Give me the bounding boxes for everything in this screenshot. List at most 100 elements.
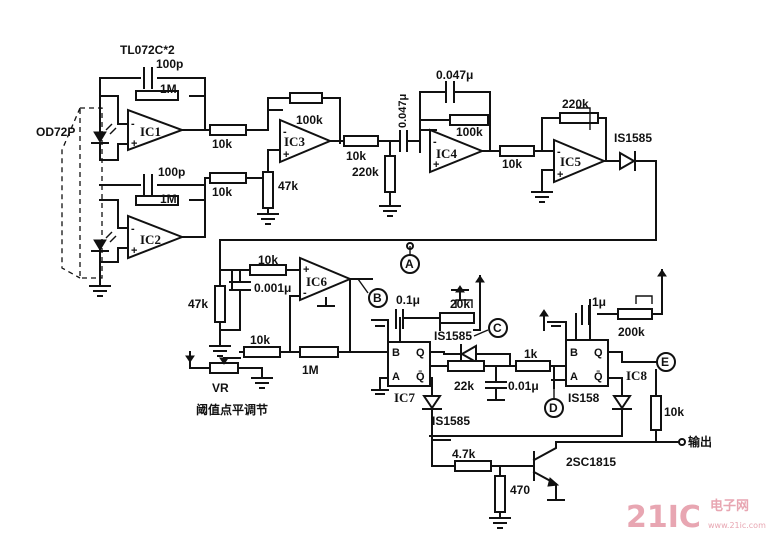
ic6-stage: + - xyxy=(185,242,420,389)
c-ic8-label: 1μ xyxy=(592,295,606,309)
opamp-ic6 xyxy=(299,256,353,302)
svg-text:+: + xyxy=(283,149,289,161)
resistor-base xyxy=(454,460,492,472)
ic8-pin-qbar: Q̄ xyxy=(594,371,603,383)
node-e-label: E xyxy=(661,355,669,369)
d-ic7-bot-label: IS1585 xyxy=(432,414,470,428)
opamp-ic1 xyxy=(127,108,185,152)
ic2-label: IC2 xyxy=(140,232,161,247)
resistor-ic1-out xyxy=(209,124,247,136)
resistor-ic3-out xyxy=(343,135,379,147)
r-vr-label: 10k xyxy=(250,333,270,347)
resistor-ic8-in xyxy=(515,360,551,372)
svg-text:+: + xyxy=(557,169,563,181)
output-label: 输出 xyxy=(688,434,712,449)
d-ic5-out-label: IS1585 xyxy=(614,131,652,145)
resistor-ic8-out xyxy=(650,395,662,431)
transistor-label: 2SC1815 xyxy=(566,455,616,469)
resistor-ic6-gnd xyxy=(214,285,226,323)
ic5-label: IC5 xyxy=(560,154,581,169)
ic8-pin-a: A xyxy=(570,371,578,383)
r-ic7-bias-label: 20k xyxy=(450,297,470,311)
resistor-vr-out xyxy=(243,346,281,358)
transistor-stage xyxy=(454,441,657,529)
resistor-ic8-bias xyxy=(617,308,653,320)
c-ic1-fb-label: 100p xyxy=(156,57,183,71)
ic8-supply-arrow xyxy=(657,269,667,277)
c-ic2-fb-label: 100p xyxy=(158,165,185,179)
diode-is158-ic8 xyxy=(612,395,632,410)
ic4-stage: - + xyxy=(343,81,501,217)
ic6-label: IC6 xyxy=(306,274,327,289)
resistor-ic2-out xyxy=(209,172,247,184)
r-emitter-label: 470 xyxy=(510,483,530,497)
node-a-marker xyxy=(400,254,420,274)
r-ic7-mid-label: 22k xyxy=(454,379,474,393)
resistor-ic5-feedback xyxy=(559,112,599,124)
ic4-label: IC4 xyxy=(436,146,457,161)
svg-text:-: - xyxy=(131,223,135,235)
ic7-stage: B A Q Q̄ xyxy=(371,275,621,467)
opamp-ic5 xyxy=(553,138,607,184)
r-ic1-fb-label: 1M xyxy=(160,82,177,96)
c-ic4-fb-label: 0.047μ xyxy=(436,68,473,82)
vr-supply-arrow xyxy=(185,355,195,363)
node-c-label: C xyxy=(493,321,502,335)
r-ic3-fb-label: 100k xyxy=(296,113,323,127)
r-ic6-gnd-label: 47k xyxy=(188,297,208,311)
watermark-logo: 21IC 电子网 www.21ic.com xyxy=(626,498,766,535)
resistor-ic2-feedback xyxy=(135,195,179,206)
r-ic8-in-label: 1k xyxy=(524,347,538,361)
c-ic7-mid-label: 0.01μ xyxy=(508,379,539,393)
vr-label: VR xyxy=(212,381,229,395)
r-base-label: 4.7k xyxy=(452,447,476,461)
resistor-ic3-feedback xyxy=(289,92,323,104)
c-ic7-in-label: 0.1μ xyxy=(396,293,420,307)
ic8-label: IC8 xyxy=(626,368,647,383)
svg-text:-: - xyxy=(433,136,437,148)
node-a-label: A xyxy=(405,257,414,271)
svg-text:+: + xyxy=(433,159,439,171)
ic8-supply-arrow-2 xyxy=(539,309,549,317)
ic8-chip xyxy=(565,339,609,387)
svg-text:-: - xyxy=(557,146,561,158)
diagram-title: TL072C*2 xyxy=(120,43,175,57)
opamp-ic2 xyxy=(127,214,185,260)
sensor-label: OD72P xyxy=(36,125,75,139)
photodiode-2 xyxy=(91,231,117,252)
resistor-ic6-in xyxy=(249,264,287,276)
svg-text:+: + xyxy=(303,264,309,276)
watermark-cn: 电子网 xyxy=(710,498,749,514)
ic1-label: IC1 xyxy=(140,124,161,139)
ic7-pin-b: B xyxy=(392,347,400,359)
resistor-ic1-feedback xyxy=(135,90,179,101)
r-ic4-in-label: 220k xyxy=(352,165,379,179)
diode-is1585-ic7-top xyxy=(459,344,477,364)
ic8-pin-b: B xyxy=(570,347,578,359)
ic7-label: IC7 xyxy=(394,390,415,405)
resistor-ic7-mid xyxy=(447,360,485,372)
opamp-ic3 xyxy=(279,118,333,164)
ic7-pin-qbar: Q̄ xyxy=(416,371,425,383)
ic5-stage: - + xyxy=(219,107,657,281)
watermark-number: 21IC xyxy=(626,500,701,535)
node-b-marker xyxy=(368,288,388,308)
watermark-url: www.21ic.com xyxy=(708,521,766,530)
r-ic2-fb-label: 1M xyxy=(160,192,177,206)
d-ic7-top-label: IS1585 xyxy=(434,329,472,343)
svg-text:+: + xyxy=(131,245,137,257)
opamp-ic4 xyxy=(429,128,485,174)
ic7-pin-a: A xyxy=(392,371,400,383)
c-ic6-label: 0.001μ xyxy=(254,281,291,295)
r-ic5-fb-label: 220k xyxy=(562,97,589,111)
ic3-stage: - + xyxy=(209,92,345,225)
resistor-ic4-feedback xyxy=(449,114,489,126)
r-ic2-out-label: 10k xyxy=(212,185,232,199)
ic7-supply-arrow xyxy=(475,275,485,283)
node-b-label: B xyxy=(373,291,382,305)
resistor-ic6-feedback xyxy=(299,346,339,358)
ic3-label: IC3 xyxy=(284,134,305,149)
node-d-marker xyxy=(544,398,564,418)
r-ic6-in-label: 10k xyxy=(258,253,278,267)
